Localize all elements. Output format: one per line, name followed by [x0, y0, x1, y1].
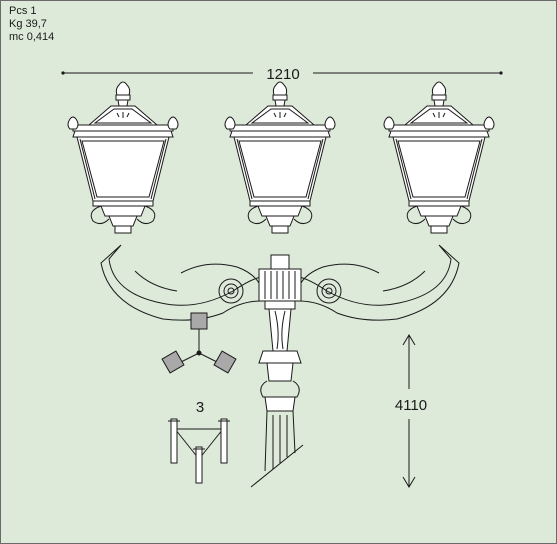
lamp-layout-icon	[161, 312, 237, 374]
volume-mc: mc 0,414	[9, 31, 55, 43]
lamp-post	[250, 254, 304, 488]
width-dimension: 1210	[61, 66, 503, 83]
base-plate-icon	[168, 418, 230, 484]
weight-kg: Kg 39,7	[9, 18, 47, 30]
lamp-count: 3	[196, 399, 204, 416]
lantern-right	[383, 81, 495, 234]
height-value: 4110	[395, 397, 427, 414]
spec-block: Pcs 1 Kg 39,7 mc 0,414	[9, 5, 54, 44]
pieces-count: Pcs 1	[9, 5, 37, 17]
lantern-center	[224, 81, 336, 234]
lantern-left	[67, 81, 179, 234]
height-dimension: 4110	[395, 334, 427, 488]
width-value: 1210	[266, 66, 299, 83]
